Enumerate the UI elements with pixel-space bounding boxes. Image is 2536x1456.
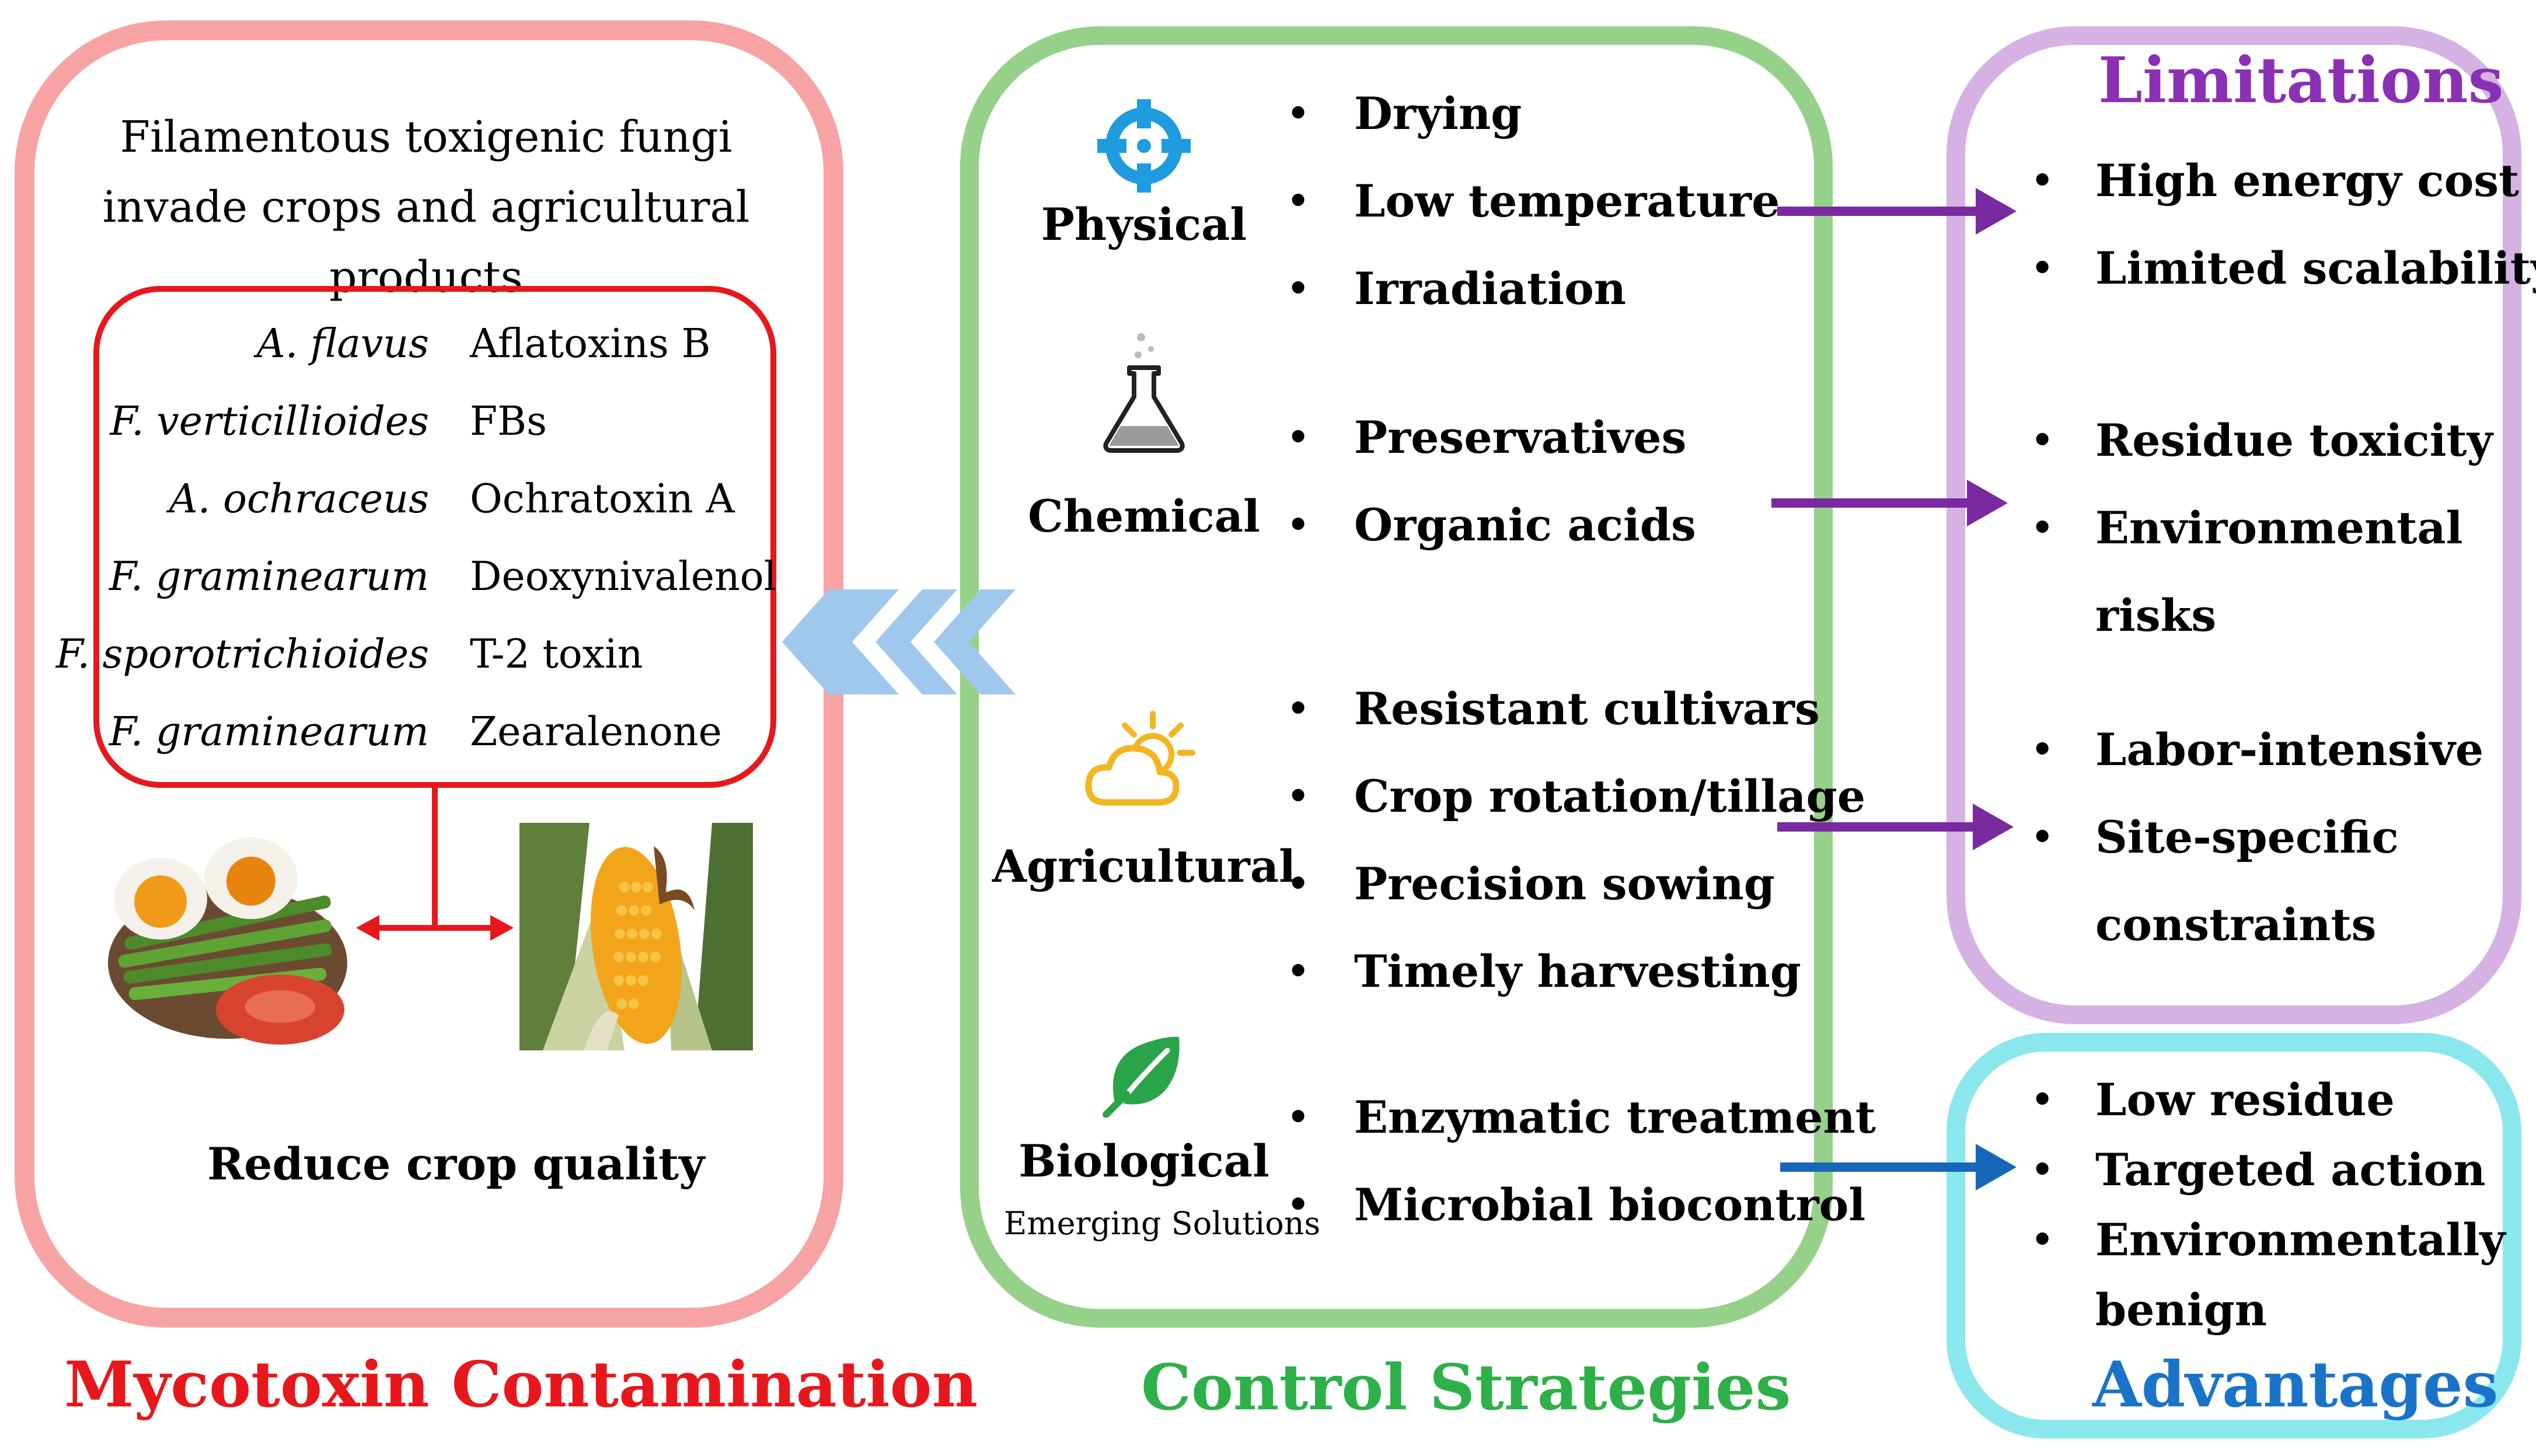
toxin-label: Deoxynivalenol (470, 554, 777, 600)
bullet: • (2031, 1150, 2054, 1190)
bullet: • (1287, 864, 1310, 905)
category-label-chemical: Chemical (1028, 490, 1260, 542)
bullet: • (2031, 248, 2054, 289)
bullet: • (1287, 417, 1310, 458)
strategy-item: Crop rotation/tillage (1354, 770, 1866, 822)
bullet: • (1287, 689, 1310, 729)
toxin-label: FBs (470, 399, 547, 445)
limitation-item: Limited scalability (2095, 242, 2536, 294)
limitation-item: risks (2095, 589, 2217, 641)
bullet: • (2031, 729, 2054, 770)
chevron-left-arrows (782, 589, 1016, 694)
bullet: • (1287, 181, 1310, 222)
bullet: • (1287, 93, 1310, 134)
species-label: F. sporotrichioides (55, 631, 429, 678)
advantage-item: Environmentally (2095, 1214, 2506, 1266)
bullet: • (1287, 1185, 1310, 1225)
bullet: • (1287, 268, 1310, 309)
reduce-crop-quality-text: Reduce crop quality (207, 1138, 705, 1190)
limitation-item: Residue toxicity (2095, 414, 2493, 466)
crosshair-icon (1097, 99, 1191, 193)
advantages-title: Advantages (2092, 1348, 2499, 1422)
control-strategies-title: Control Strategies (1141, 1351, 1791, 1424)
toxin-label: Ochratoxin A (470, 476, 735, 522)
bullet: • (1287, 1097, 1310, 1138)
limitations-panel (1947, 26, 2521, 1024)
bullet: • (1287, 776, 1310, 817)
flask-icon (1103, 333, 1185, 453)
strategy-item: Organic acids (1354, 499, 1696, 551)
bullet: • (1287, 505, 1310, 546)
strategy-item: Low temperature (1354, 175, 1780, 227)
category-label-physical: Physical (1041, 198, 1247, 250)
mycotoxin-panel (15, 20, 843, 1328)
advantages-panel (1947, 1033, 2521, 1438)
advantage-item: Targeted action (2095, 1144, 2486, 1196)
strategy-item: Preservatives (1354, 411, 1687, 463)
strategy-item: Timely harvesting (1354, 945, 1801, 997)
toxin-label: Aflatoxins B (470, 321, 711, 367)
mycotoxin-title: Mycotoxin Contamination (64, 1348, 978, 1422)
bullet: • (2031, 508, 2054, 549)
strategy-item: Enzymatic treatment (1354, 1091, 1876, 1143)
leaf-icon (1103, 1036, 1180, 1118)
species-label: F. graminearum (109, 709, 429, 755)
limitation-item: High energy cost (2095, 155, 2520, 207)
strategy-item: Precision sowing (1354, 858, 1775, 910)
bullet: • (1287, 951, 1310, 992)
species-label: A. flavus (256, 321, 429, 367)
food-image (105, 829, 350, 1045)
limitation-item: constraints (2095, 899, 2377, 951)
strategy-item: Resistant cultivars (1354, 683, 1820, 735)
limitation-item: Labor-intensive (2095, 724, 2484, 776)
sun-cloud-icon (1085, 711, 1195, 806)
limitations-title: Limitations (2098, 44, 2504, 117)
category-label-biological: Biological (1018, 1135, 1269, 1187)
toxin-label: Zearalenone (470, 709, 722, 755)
category-label-agricultural: Agricultural (992, 840, 1296, 892)
bullet: • (2031, 1080, 2054, 1120)
fungi-toxin-box (93, 286, 776, 788)
bullet: • (2031, 817, 2054, 858)
toxin-label: T-2 toxin (470, 631, 643, 678)
emerging-solutions-sublabel: Emerging Solutions (1004, 1205, 1321, 1242)
bullet: • (2031, 420, 2054, 461)
advantage-item: Low residue (2095, 1074, 2395, 1126)
species-label: F. graminearum (109, 554, 429, 600)
limitation-item: Environmental (2095, 502, 2463, 554)
corn-image (519, 823, 753, 1050)
strategy-item: Microbial biocontrol (1354, 1179, 1866, 1231)
limitation-item: Site-specific (2095, 811, 2399, 863)
species-label: F. verticillioides (110, 399, 430, 445)
bullet: • (2031, 160, 2054, 201)
fungi-intro-text: Filamentous toxigenic fungi invade crops… (102, 112, 750, 302)
species-label: A. ochraceus (169, 476, 429, 522)
strategy-item: Irradiation (1354, 263, 1627, 315)
bullet: • (2031, 1220, 2054, 1261)
advantage-item: benign (2095, 1284, 2268, 1336)
strategy-item: Drying (1354, 88, 1522, 139)
